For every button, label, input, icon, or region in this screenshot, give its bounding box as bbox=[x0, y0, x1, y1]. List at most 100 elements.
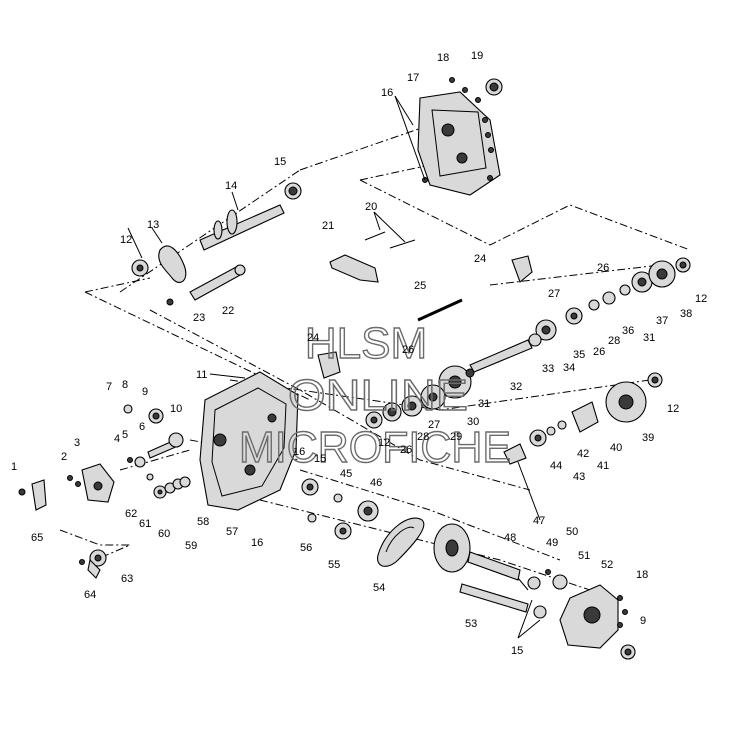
gear-cluster-middle bbox=[365, 365, 475, 429]
callout-30: 30 bbox=[467, 416, 479, 428]
callout-35: 35 bbox=[573, 349, 585, 361]
watermark-line-1: HLSM bbox=[305, 319, 427, 368]
callout-36: 36 bbox=[622, 325, 634, 337]
callout-1: 1 bbox=[11, 461, 17, 473]
callout-19: 19 bbox=[471, 50, 483, 62]
callout-17: 17 bbox=[407, 72, 419, 84]
callout-4: 4 bbox=[114, 433, 120, 445]
callout-43: 43 bbox=[573, 471, 585, 483]
callout-16-a: 16 bbox=[381, 87, 393, 99]
callout-33: 33 bbox=[542, 363, 554, 375]
callout-16-c: 16 bbox=[251, 537, 263, 549]
callout-64: 64 bbox=[84, 589, 96, 601]
shaft-25 bbox=[417, 298, 463, 322]
shaft-32 bbox=[469, 333, 542, 373]
top-cover bbox=[417, 78, 503, 196]
callout-38: 38 bbox=[680, 308, 692, 320]
callout-58: 58 bbox=[197, 516, 209, 528]
callout-28-a: 28 bbox=[608, 335, 620, 347]
callout-26-a: 26 bbox=[597, 262, 609, 274]
callout-27-b: 27 bbox=[428, 419, 440, 431]
watermark-line-2: ONLINE bbox=[288, 371, 468, 420]
leader-lines bbox=[127, 95, 541, 639]
callout-50: 50 bbox=[566, 526, 578, 538]
callout-65: 65 bbox=[31, 532, 43, 544]
callout-26-d: 26 bbox=[400, 444, 412, 456]
shift-fork-24-lower bbox=[317, 351, 341, 379]
callout-20: 20 bbox=[365, 201, 377, 213]
callout-56: 56 bbox=[300, 542, 312, 554]
shaft-22 bbox=[166, 264, 246, 306]
callout-25: 25 bbox=[414, 280, 426, 292]
callout-11: 11 bbox=[196, 369, 207, 381]
center-bearings bbox=[301, 478, 379, 540]
callout-12-a: 12 bbox=[120, 234, 132, 246]
callout-49: 49 bbox=[546, 537, 558, 549]
input-shaft bbox=[199, 182, 302, 251]
callout-31-b: 31 bbox=[478, 398, 490, 410]
callout-15-a: 15 bbox=[274, 156, 286, 168]
callout-53: 53 bbox=[465, 618, 477, 630]
callout-59: 59 bbox=[185, 540, 197, 552]
callout-2: 2 bbox=[61, 451, 67, 463]
callout-3: 3 bbox=[74, 437, 80, 449]
gear-stack-right bbox=[503, 372, 663, 465]
callout-10: 10 bbox=[170, 403, 182, 415]
callout-26-b: 26 bbox=[593, 346, 605, 358]
callout-28-b: 28 bbox=[417, 431, 429, 443]
callout-5: 5 bbox=[122, 429, 128, 441]
callout-27-a: 27 bbox=[548, 288, 560, 300]
callout-16-b: 16 bbox=[293, 446, 305, 458]
callout-37: 37 bbox=[656, 315, 668, 327]
callout-12-b: 12 bbox=[695, 293, 707, 305]
callout-54: 54 bbox=[373, 582, 385, 594]
callout-18-a: 18 bbox=[437, 52, 449, 64]
callout-6: 6 bbox=[139, 421, 145, 433]
callout-labels: 1 2 3 4 5 6 7 8 9 10 11 12 12 12 12 13 1… bbox=[11, 50, 707, 657]
chain-13 bbox=[131, 245, 187, 283]
callout-12-d: 12 bbox=[378, 437, 390, 449]
callout-13: 13 bbox=[147, 219, 159, 231]
callout-15-b: 15 bbox=[314, 453, 326, 465]
sprocket-47 bbox=[433, 523, 471, 573]
callout-31-a: 31 bbox=[643, 332, 655, 344]
callout-24-a: 24 bbox=[474, 253, 486, 265]
callout-21: 21 bbox=[322, 220, 334, 232]
callout-41: 41 bbox=[597, 460, 609, 472]
callout-12-c: 12 bbox=[667, 403, 679, 415]
callout-45: 45 bbox=[340, 468, 352, 480]
callout-40: 40 bbox=[610, 442, 622, 454]
callout-34: 34 bbox=[563, 362, 575, 374]
lower-right-cover bbox=[527, 569, 636, 660]
watermark: HLSM ONLINE MICROFICHE bbox=[238, 318, 511, 472]
shift-fork-24-upper bbox=[511, 255, 533, 283]
callout-8: 8 bbox=[122, 379, 128, 391]
callout-23: 23 bbox=[193, 312, 205, 324]
callout-44: 44 bbox=[550, 460, 562, 472]
watermark-line-3: MICROFICHE bbox=[239, 423, 511, 472]
callout-29: 29 bbox=[450, 431, 462, 443]
bottom-left-parts bbox=[79, 549, 107, 579]
callout-51: 51 bbox=[578, 550, 590, 562]
gear-stack-upper bbox=[535, 257, 691, 341]
callout-48: 48 bbox=[504, 532, 516, 544]
callout-14: 14 bbox=[225, 180, 237, 192]
callout-9-b: 9 bbox=[640, 615, 646, 627]
callout-15-c: 15 bbox=[511, 645, 523, 657]
callout-63: 63 bbox=[121, 573, 133, 585]
left-components bbox=[18, 404, 191, 511]
callout-22: 22 bbox=[222, 305, 234, 317]
shafts-48-53 bbox=[459, 551, 529, 613]
callout-18-b: 18 bbox=[636, 569, 648, 581]
callout-39: 39 bbox=[642, 432, 654, 444]
callout-7: 7 bbox=[106, 381, 112, 393]
callout-46: 46 bbox=[370, 477, 382, 489]
callout-60: 60 bbox=[158, 528, 170, 540]
callout-9: 9 bbox=[142, 386, 148, 398]
callout-32: 32 bbox=[510, 381, 522, 393]
callout-52: 52 bbox=[601, 559, 613, 571]
callout-42: 42 bbox=[577, 448, 589, 460]
callout-61: 61 bbox=[139, 518, 151, 530]
callout-24-b: 24 bbox=[307, 332, 319, 344]
